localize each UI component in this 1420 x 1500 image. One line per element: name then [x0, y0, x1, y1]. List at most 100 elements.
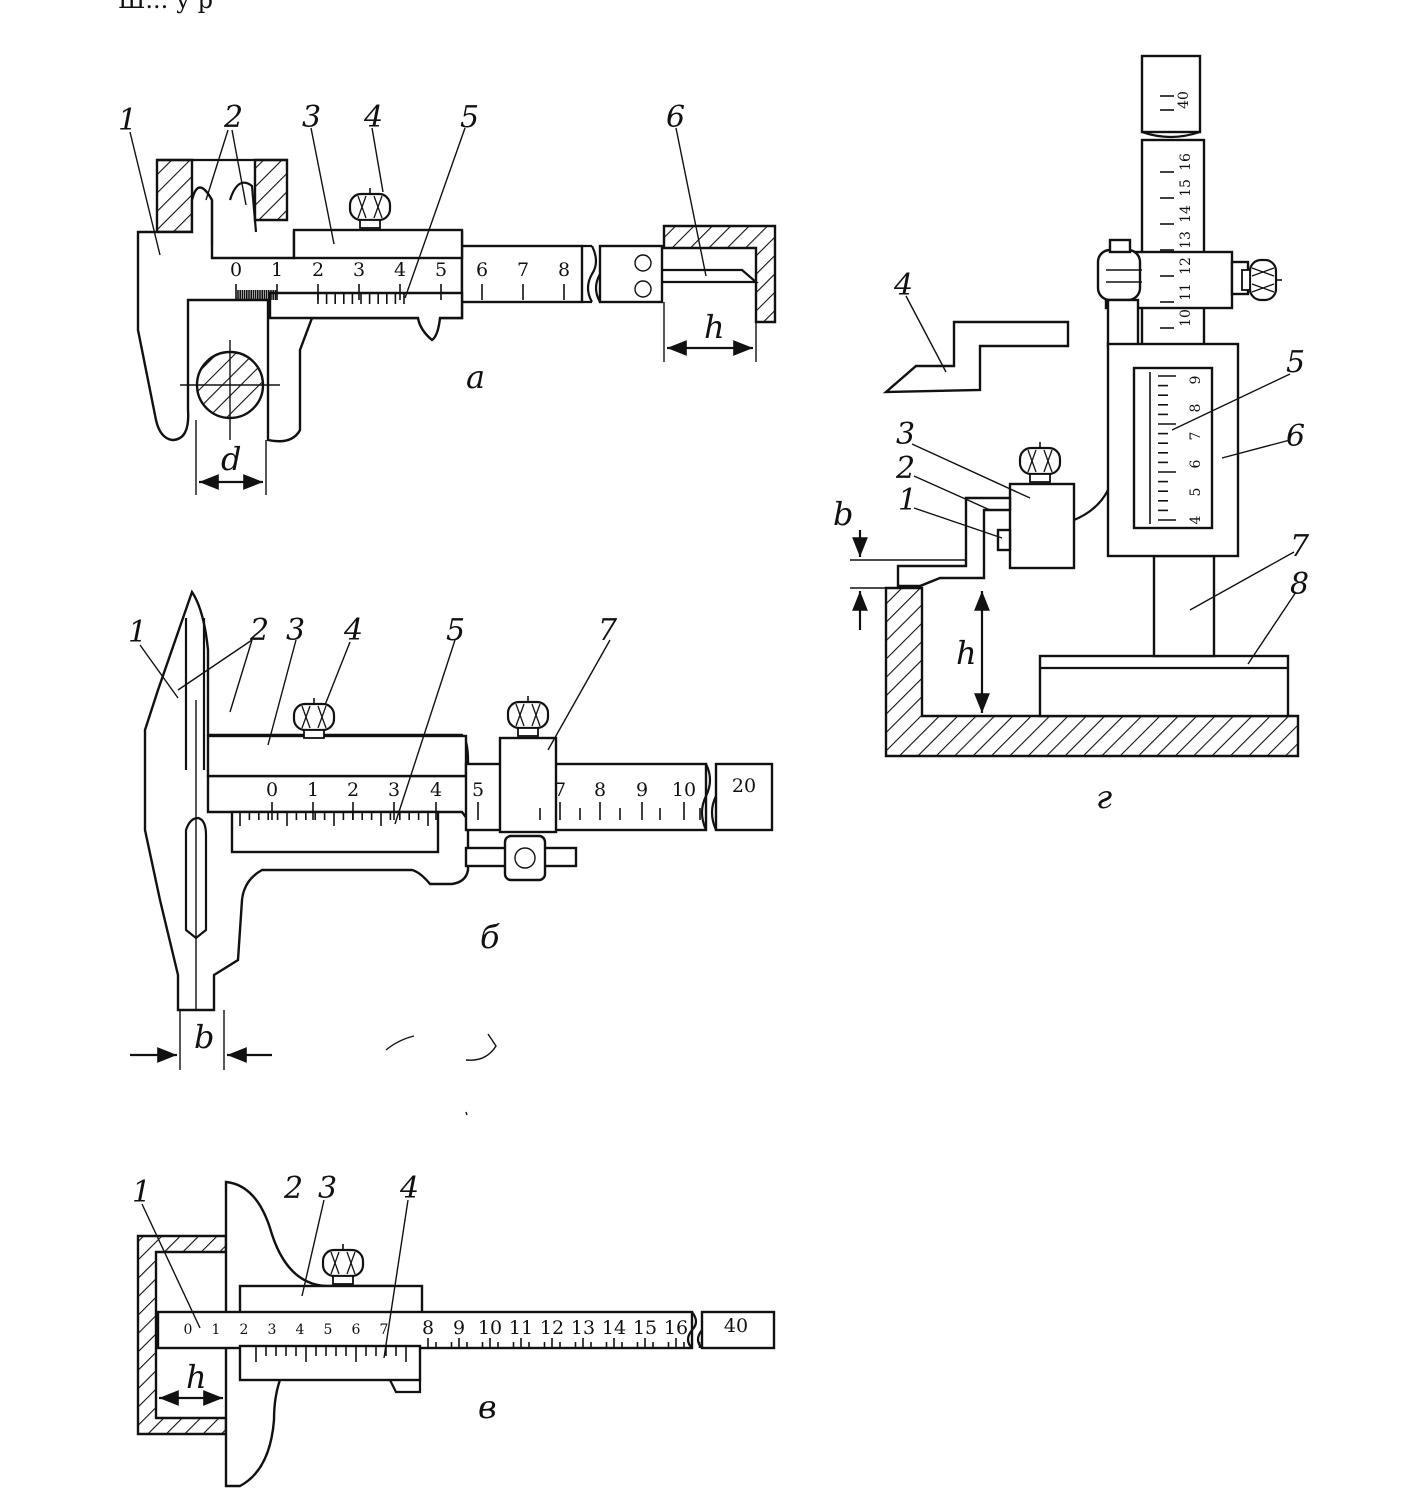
scriber-screw-icon [1018, 440, 1062, 484]
scale-b-label: 10 [672, 779, 696, 801]
scale-v-vernier-label: 3 [268, 1322, 277, 1338]
column-scale-g [1140, 138, 1206, 352]
caption-g: г [1096, 778, 1112, 816]
label-b-4: 4 [343, 613, 363, 648]
scale-v-vernier-label: 1 [212, 1322, 221, 1338]
scale-b-label: 2 [347, 779, 359, 801]
scale-a-label: 3 [353, 259, 365, 281]
scale-g-column-label: 15 [1178, 179, 1194, 197]
label-g-3: 3 [896, 417, 915, 452]
scale-g-column-label: 12 [1178, 257, 1194, 275]
scale-a-label: 8 [558, 259, 570, 281]
label-b-7: 7 [598, 613, 618, 648]
label-b-2: 2 [249, 613, 269, 648]
dim-h-v: h [186, 1358, 207, 1396]
label-g-2: 2 [895, 451, 915, 486]
scale-a-label: 5 [435, 259, 447, 281]
scale-v-main-label: 14 [602, 1317, 626, 1339]
label-a-4: 4 [363, 100, 383, 135]
lock-screw-v-icon [321, 1242, 365, 1286]
scale-v-main-label: 10 [478, 1317, 502, 1339]
scale-a-label: 2 [312, 259, 324, 281]
scale-b-label: 8 [594, 779, 606, 801]
scale-v-main-label: 13 [571, 1317, 595, 1339]
scale-b-label: 0 [266, 779, 278, 801]
scriber-detached [882, 320, 1070, 394]
dim-d: d [221, 440, 241, 478]
base-hatch-g [884, 586, 1300, 758]
label-g-7: 7 [1290, 529, 1310, 564]
dim-h-g: h [956, 634, 977, 672]
scale-v-main-label: 8 [422, 1317, 434, 1339]
scale-g-column-label: 13 [1178, 231, 1194, 249]
scale-v-main-label: 16 [664, 1317, 688, 1339]
label-a-2: 2 [223, 100, 243, 135]
scale-a-label: 7 [517, 259, 529, 281]
label-b-5: 5 [446, 613, 465, 648]
dim-b: b [194, 1018, 214, 1056]
scale-b-label: 9 [636, 779, 648, 801]
caption-b: б [480, 918, 500, 956]
scale-v-main-label: 9 [453, 1317, 465, 1339]
workpiece-hatch-left [155, 158, 194, 234]
scale-g-column-label: 10 [1178, 309, 1194, 327]
scale-v-vernier-label: 6 [352, 1322, 361, 1338]
caption-v: в [478, 1388, 497, 1426]
scale-g-vernier-label: 8 [1188, 404, 1204, 413]
height-gauge-base [1038, 654, 1290, 718]
label-v-2: 2 [283, 1171, 303, 1206]
fine-adjust-block [498, 736, 558, 834]
scale-v-vernier-label: 2 [240, 1322, 249, 1338]
scale-v-main-label: 12 [540, 1317, 564, 1339]
workpiece-hatch-right [253, 158, 289, 222]
scale-b-label: 4 [430, 779, 442, 801]
caption-a: а [466, 358, 485, 396]
label-v-4: 4 [399, 1171, 419, 1206]
scale-v-vernier-label: 0 [184, 1322, 193, 1338]
scriber-holder [1008, 482, 1076, 570]
label-g-1: 1 [898, 483, 917, 518]
header-fragment: Ш... у р [118, 0, 213, 14]
label-v-3: 3 [318, 1171, 337, 1206]
dim-b-g: b [833, 495, 853, 533]
label-b-3: 3 [286, 613, 305, 648]
label-g-4: 4 [893, 268, 913, 303]
label-a-1: 1 [118, 103, 137, 138]
dim-h-a: h [704, 308, 725, 346]
scale-g-column-label: 11 [1178, 283, 1194, 301]
scale-a-label: 1 [271, 259, 283, 281]
scale-b-label: 3 [388, 779, 400, 801]
caliper-frame-b [143, 589, 470, 1012]
label-g-6: 6 [1286, 419, 1305, 454]
scale-v-vernier-label: 5 [324, 1322, 333, 1338]
label-a-3: 3 [302, 100, 321, 135]
panel-a: 0 1 2 3 4 5 6 7 8 d h 1 2 3 4 5 6 а [118, 100, 777, 495]
scale-g-column-label: 16 [1178, 153, 1194, 171]
scale-v-main-label: 11 [509, 1317, 533, 1339]
scale-a-label: 0 [230, 259, 242, 281]
scale-b-label: 7 [554, 779, 566, 801]
scale-g-vernier-label: 9 [1188, 376, 1204, 385]
scale-v-end-label: 40 [724, 1315, 748, 1337]
scale-g-column-label: 14 [1178, 205, 1194, 223]
fine-adjust-screw-icon [506, 694, 550, 738]
label-v-1: 1 [132, 1175, 151, 1210]
scale-g-vernier-label: 7 [1188, 432, 1204, 441]
scale-v-vernier-label: 7 [380, 1322, 389, 1338]
scale-g-vernier-label: 5 [1188, 488, 1204, 497]
lock-screw-b-icon [292, 696, 336, 740]
lock-screw-a-icon [348, 186, 392, 230]
scale-a-label: 6 [476, 259, 488, 281]
scale-v-main-label: 15 [633, 1317, 657, 1339]
scale-b-label: 1 [307, 779, 319, 801]
scale-a-label: 4 [394, 259, 406, 281]
label-a-5: 5 [460, 100, 479, 135]
scale-v-vernier-label: 4 [296, 1322, 305, 1338]
ruler-v [156, 1310, 694, 1350]
label-b-1: 1 [128, 615, 147, 650]
label-a-6: 6 [666, 100, 685, 135]
label-g-8: 8 [1290, 567, 1309, 602]
